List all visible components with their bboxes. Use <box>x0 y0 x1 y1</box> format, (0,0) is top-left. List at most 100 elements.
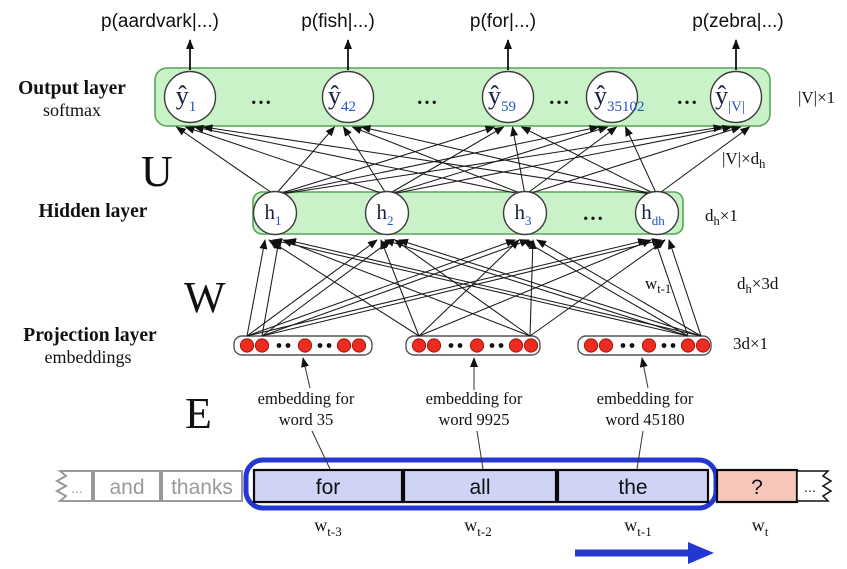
embedding-unit-dot <box>680 338 696 353</box>
output-ellipsis: ... <box>549 85 571 109</box>
output-layer-subtitle: softmax <box>43 100 101 120</box>
word-unknown: ? <box>751 476 763 499</box>
ellipsis-dot <box>285 343 291 348</box>
ellipsis-dot <box>629 343 635 348</box>
embedding-unit-dot <box>583 338 599 353</box>
projection-layer-title: Projection layer <box>23 325 157 346</box>
connection-line <box>193 124 526 196</box>
connection-line <box>246 239 378 337</box>
connection-line <box>524 126 618 196</box>
connection-line <box>384 238 689 337</box>
pos-label-wt2: wt-2 <box>464 515 491 539</box>
connection-line <box>522 239 689 337</box>
ellipsis-dot <box>448 343 454 348</box>
dim-u: |V|×dh <box>722 149 766 171</box>
ellipsis-dot <box>457 343 463 348</box>
embedding-unit-dot <box>351 338 367 353</box>
hidden-nodes: h1 h2 h3 hdh ... <box>252 190 680 236</box>
output-node <box>481 70 535 124</box>
connection-line <box>394 239 531 337</box>
word-the: the <box>618 476 647 499</box>
embedding-caption-line2: word 9925 <box>438 410 509 429</box>
output-prob-arrows <box>186 39 740 70</box>
hidden-node-label: hdh <box>641 200 665 228</box>
embedding-unit-dot <box>297 338 313 353</box>
ellipsis-dot <box>326 343 332 348</box>
direction-arrow <box>575 542 714 564</box>
connection-line <box>282 239 531 337</box>
pos-label-wt3: wt-3 <box>314 515 341 539</box>
word-box-and <box>93 470 161 502</box>
output-ellipsis: ... <box>417 85 439 109</box>
word-thanks: thanks <box>171 476 233 499</box>
connection-line <box>520 126 658 196</box>
box-to-caption-line <box>311 430 331 470</box>
word-box-all <box>402 468 558 504</box>
hidden-layer-title: Hidden layer <box>39 201 148 222</box>
torn-edge-left <box>54 470 93 502</box>
output-ellipsis: ... <box>251 85 273 109</box>
connection-line <box>175 126 276 196</box>
matrix-u-label: U <box>141 147 173 196</box>
connection-wires <box>175 124 751 337</box>
connection-line <box>529 239 666 337</box>
prob-label-aardvark: p(aardvark|...) <box>101 11 219 32</box>
embedding-caption-line1: embedding for <box>258 389 355 408</box>
matrix-e-label: E <box>185 389 212 438</box>
connection-line <box>246 239 268 337</box>
matrix-w-label: W <box>184 273 226 322</box>
direction-arrow-head <box>688 542 714 564</box>
connection-line <box>351 126 526 196</box>
hidden-node <box>502 190 548 236</box>
embedding-unit-dot <box>641 338 657 353</box>
prob-label-fish: p(fish|...) <box>301 11 375 32</box>
word-box-unknown <box>715 468 799 504</box>
dim-projection: 3d×1 <box>733 334 768 353</box>
ellipsis-dot <box>661 343 667 348</box>
output-nodes: ŷ1 ŷ42 ŷ59 ŷ35102 ŷ|V| ... ... ... ... <box>163 70 763 124</box>
embedding-unit-dot <box>239 338 255 353</box>
embedding-unit-dot <box>469 338 485 353</box>
embedding-captions: embedding for word 35 embedding for word… <box>258 357 694 429</box>
connection-line <box>261 239 282 337</box>
connection-line <box>654 239 689 337</box>
output-ellipsis: ... <box>677 85 699 109</box>
connection-line <box>524 125 742 196</box>
embedding-unit-dot <box>254 338 270 353</box>
caption-to-block-arrow <box>639 357 649 389</box>
word-for: for <box>316 476 341 499</box>
ellipsis-dot <box>317 343 323 348</box>
hidden-layer-box <box>252 191 684 235</box>
prob-label-for: p(for|...) <box>470 11 536 32</box>
connection-line <box>625 126 658 196</box>
word-all: all <box>469 476 490 499</box>
connection-line <box>342 126 388 196</box>
embedding-caption-line2: word 45180 <box>605 410 684 429</box>
hidden-node-label: h1 <box>265 200 282 228</box>
connection-line <box>668 239 702 337</box>
dim-w: dh×3d <box>737 274 779 296</box>
connection-line <box>202 124 658 196</box>
projection-layer-subtitle: embeddings <box>45 347 132 367</box>
left-ellipsis: ... <box>71 480 83 496</box>
output-node <box>163 70 217 124</box>
embedding-unit-dot <box>508 338 524 353</box>
connection-line <box>360 125 658 196</box>
output-layer-title: Output layer <box>18 78 126 99</box>
ellipsis-dot <box>498 343 504 348</box>
dim-hidden: dh×1 <box>705 206 738 228</box>
pos-label-wt1: wt-1 <box>624 515 651 539</box>
output-node-label: ŷ42 <box>328 81 356 115</box>
prob-label-zebra: p(zebra|...) <box>692 11 784 32</box>
projection-dots <box>239 338 711 353</box>
embedding-unit-dot <box>336 338 352 353</box>
word-and: and <box>109 476 144 499</box>
embedding-caption-line1: embedding for <box>597 389 694 408</box>
connection-line <box>386 126 505 196</box>
embedding-caption-line1: embedding for <box>426 389 523 408</box>
ellipsis-dot <box>620 343 626 348</box>
hidden-node-label: h2 <box>377 200 394 228</box>
connection-line <box>380 239 420 337</box>
